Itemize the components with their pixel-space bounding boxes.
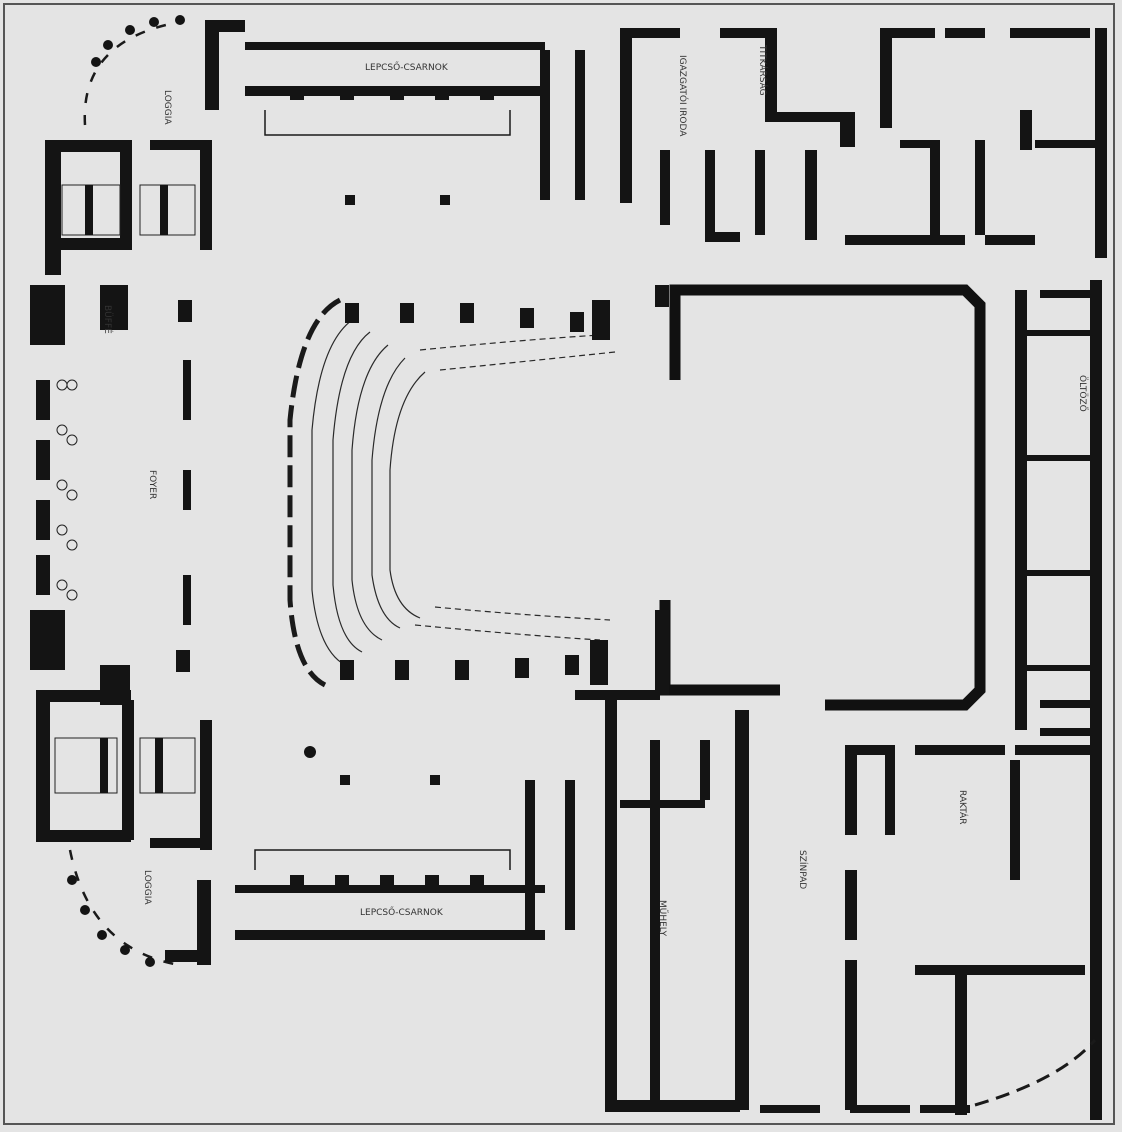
label-office-1: IGAZGATÓI IRODA [677, 55, 689, 137]
southeast-rooms [575, 690, 1097, 1115]
stage-walls [655, 284, 986, 711]
paper-border [3, 3, 1115, 1125]
label-buffet: BÜFFÉ [102, 305, 114, 334]
auditorium [287, 297, 616, 688]
label-store: RAKTÁR [957, 790, 969, 824]
label-dressing: ÖLTÖZŐ [1077, 375, 1088, 412]
label-loggia-south: LOGGIA [142, 870, 152, 905]
foyer-pillars [176, 300, 192, 672]
northeast-offices [620, 28, 1107, 258]
label-stage: SZÍNPAD [797, 850, 809, 889]
west-facade-columns [56, 379, 78, 601]
label-corridor-south: LEPCSŐ-CSARNOK [360, 907, 444, 918]
label-corridor-north: LEPCSŐ-CSARNOK [365, 62, 449, 73]
west-wing-walls [30, 140, 212, 850]
west-staircase-south [54, 737, 196, 794]
label-workshop: MŰHELY [657, 900, 668, 937]
label-loggia-north: LOGGIA [162, 90, 172, 125]
label-office-2: TITKÁRSÁG [757, 44, 769, 96]
loggia-south-shape [67, 849, 211, 967]
corridor-south-walls [235, 746, 575, 940]
east-rooms [1015, 280, 1102, 1120]
loggia-north-shape [83, 15, 245, 126]
label-foyer: FOYER [147, 470, 157, 499]
west-staircase-north [61, 184, 196, 236]
corridor-north-walls [245, 42, 585, 205]
